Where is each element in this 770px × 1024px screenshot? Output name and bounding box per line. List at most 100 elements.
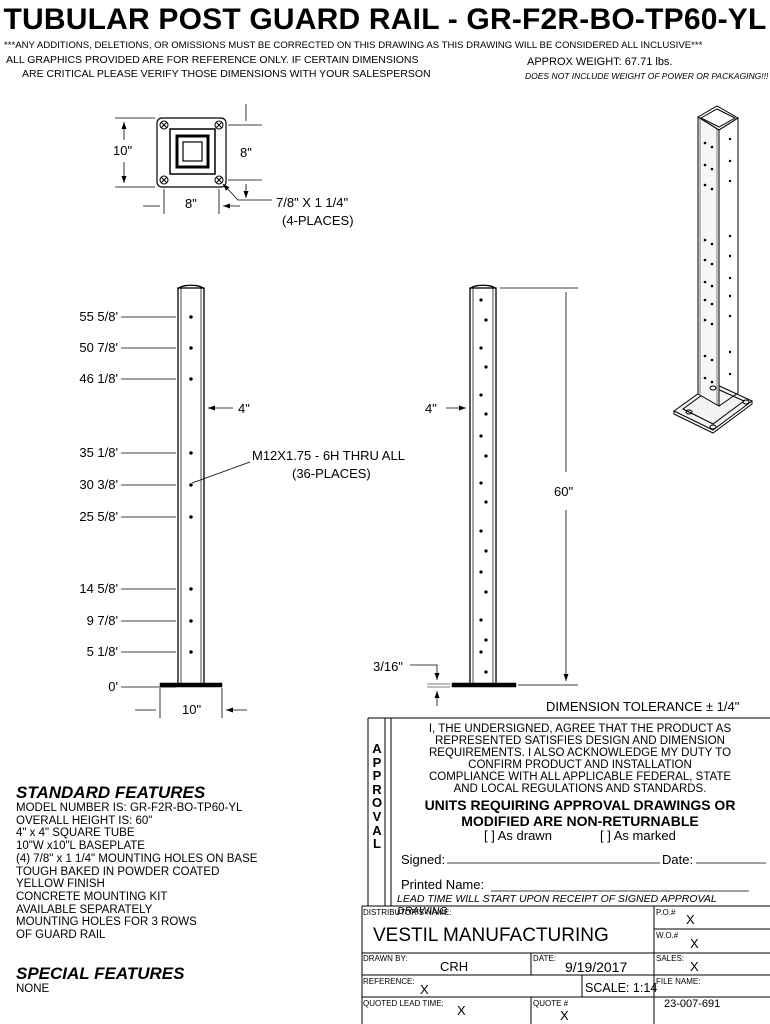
feature-item: CONCRETE MOUNTING KIT — [16, 890, 168, 903]
tapped-hole — [189, 483, 193, 487]
printed-name-label: Printed Name: — [401, 877, 485, 892]
approval-statement-line: CONFIRM PRODUCT AND INSTALLATION — [468, 759, 692, 771]
thread-callout-count: (36-PLACES) — [292, 466, 371, 481]
quoted-lead-time-value: X — [457, 1003, 466, 1018]
iso-hole — [703, 183, 707, 187]
baseplate-dim-bottom: 8" — [185, 196, 197, 211]
tapped-hole — [479, 650, 483, 654]
iso-hole — [710, 145, 714, 149]
iso-hole — [710, 167, 714, 171]
hole-height-label: 50 7/8' — [79, 340, 118, 355]
iso-hole — [728, 350, 732, 354]
iso-hole — [703, 354, 707, 358]
disclaimer-line-3: ARE CRITICAL PLEASE VERIFY THOSE DIMENSI… — [22, 68, 431, 80]
iso-hole — [710, 358, 714, 362]
tapped-hole — [479, 434, 483, 438]
iso-hole — [710, 242, 714, 246]
side-view-holes — [479, 298, 488, 674]
hole-callout-size: 7/8" X 1 1/4" — [276, 195, 349, 210]
option-as-marked[interactable]: [ ] As marked — [600, 828, 676, 843]
approval-statement-line: I, THE UNDERSIGNED, AGREE THAT THE PRODU… — [428, 723, 732, 735]
feature-item: AVAILABLE SEPARATELY — [16, 903, 153, 916]
tapped-hole — [189, 515, 193, 519]
feature-item: NONE — [16, 983, 50, 995]
date-value: 9/19/2017 — [565, 959, 628, 975]
approval-letter: P — [372, 768, 382, 784]
distributor-name: VESTIL MANUFACTURING — [373, 925, 609, 946]
distributor-label: DISTRIBUTOR'S NAME: — [363, 908, 452, 917]
tapped-hole — [189, 587, 193, 591]
tapped-hole — [479, 618, 483, 622]
quote-value: X — [560, 1008, 569, 1023]
quoted-lead-time-label: QUOTED LEAD TIME: — [363, 999, 444, 1008]
tapped-hole — [479, 481, 483, 485]
isometric-holes — [703, 137, 732, 384]
tapped-hole — [484, 670, 488, 674]
approval-letter: P — [372, 754, 382, 770]
tapped-hole — [189, 619, 193, 623]
sales-value: X — [690, 959, 699, 974]
front-base-width: 10" — [182, 702, 202, 717]
iso-hole — [710, 187, 714, 191]
mounting-hole — [159, 175, 169, 185]
front-view-post — [135, 284, 251, 718]
po-value: X — [686, 912, 695, 927]
tapped-hole — [484, 500, 488, 504]
approval-letter: A — [372, 741, 382, 756]
scale-value: SCALE: 1:14 — [585, 981, 658, 995]
approval-letter: V — [372, 808, 382, 824]
iso-hole — [710, 380, 714, 384]
tapped-hole — [484, 638, 488, 642]
isometric-view — [673, 105, 753, 434]
file-name-label: FILE NAME: — [656, 977, 701, 986]
tapped-hole — [479, 529, 483, 533]
special-features-heading: SPECIAL FEATURES — [16, 964, 185, 983]
plate-thickness-label: 3/16" — [373, 659, 403, 674]
iso-hole — [728, 179, 732, 183]
mounting-hole — [214, 175, 224, 185]
non-returnable-line-2: MODIFIED ARE NON-RETURNABLE — [461, 813, 699, 829]
approval-statement-line: COMPLIANCE WITH ALL APPLICABLE FEDERAL, … — [428, 771, 732, 783]
iso-hole — [728, 276, 732, 280]
hole-height-label: 46 1/8' — [79, 371, 118, 386]
feature-item: 10"W x10"L BASEPLATE — [16, 840, 145, 853]
approval-letter: A — [372, 822, 382, 838]
iso-hole — [710, 284, 714, 288]
hole-callout-count: (4-PLACES) — [282, 213, 354, 228]
tapped-hole — [484, 590, 488, 594]
iso-hole — [710, 262, 714, 266]
hole-height-label: 0' — [108, 679, 118, 694]
reference-label: REFERENCE: — [363, 977, 415, 986]
feature-item: YELLOW FINISH — [16, 878, 105, 891]
approval-statement: I, THE UNDERSIGNED, AGREE THAT THE PRODU… — [395, 723, 765, 795]
drawn-by-label: DRAWN BY: — [363, 954, 408, 963]
tapped-hole — [484, 454, 488, 458]
lead-time-note: LEAD TIME WILL START UPON RECEIPT OF SIG… — [397, 893, 717, 917]
approval-date-field[interactable] — [696, 849, 766, 863]
iso-hole — [703, 238, 707, 242]
feature-item: OF GUARD RAIL — [16, 929, 106, 942]
hole-height-label: 35 1/8' — [79, 445, 118, 460]
iso-hole — [728, 314, 732, 318]
tapped-hole — [189, 315, 193, 319]
approval-statement-line: REPRESENTED SATISFIES DESIGN AND DIMENSI… — [435, 735, 725, 747]
tapped-hole — [484, 365, 488, 369]
approval-block-frame — [362, 717, 770, 907]
signature-field[interactable] — [447, 849, 660, 863]
hole-height-label: 9 7/8' — [86, 613, 118, 628]
hole-height-label: 5 1/8' — [86, 644, 118, 659]
iso-hole — [703, 318, 707, 322]
option-as-drawn[interactable]: [ ] As drawn — [484, 828, 552, 843]
baseplate-dim-left: 10" — [113, 143, 133, 158]
iso-hole — [728, 372, 732, 376]
wo-value: X — [690, 936, 699, 951]
printed-name-field[interactable] — [491, 876, 749, 891]
tapped-hole — [484, 318, 488, 322]
disclaimer-line-1: ***ANY ADDITIONS, DELETIONS, OR OMISSION… — [4, 40, 703, 51]
approval-date-label: Date: — [662, 852, 694, 867]
iso-hole — [728, 159, 732, 163]
disclaimer-line-2: ALL GRAPHICS PROVIDED ARE FOR REFERENCE … — [6, 54, 419, 66]
hole-height-label: 14 5/8' — [79, 581, 118, 596]
mounting-hole — [214, 120, 224, 130]
